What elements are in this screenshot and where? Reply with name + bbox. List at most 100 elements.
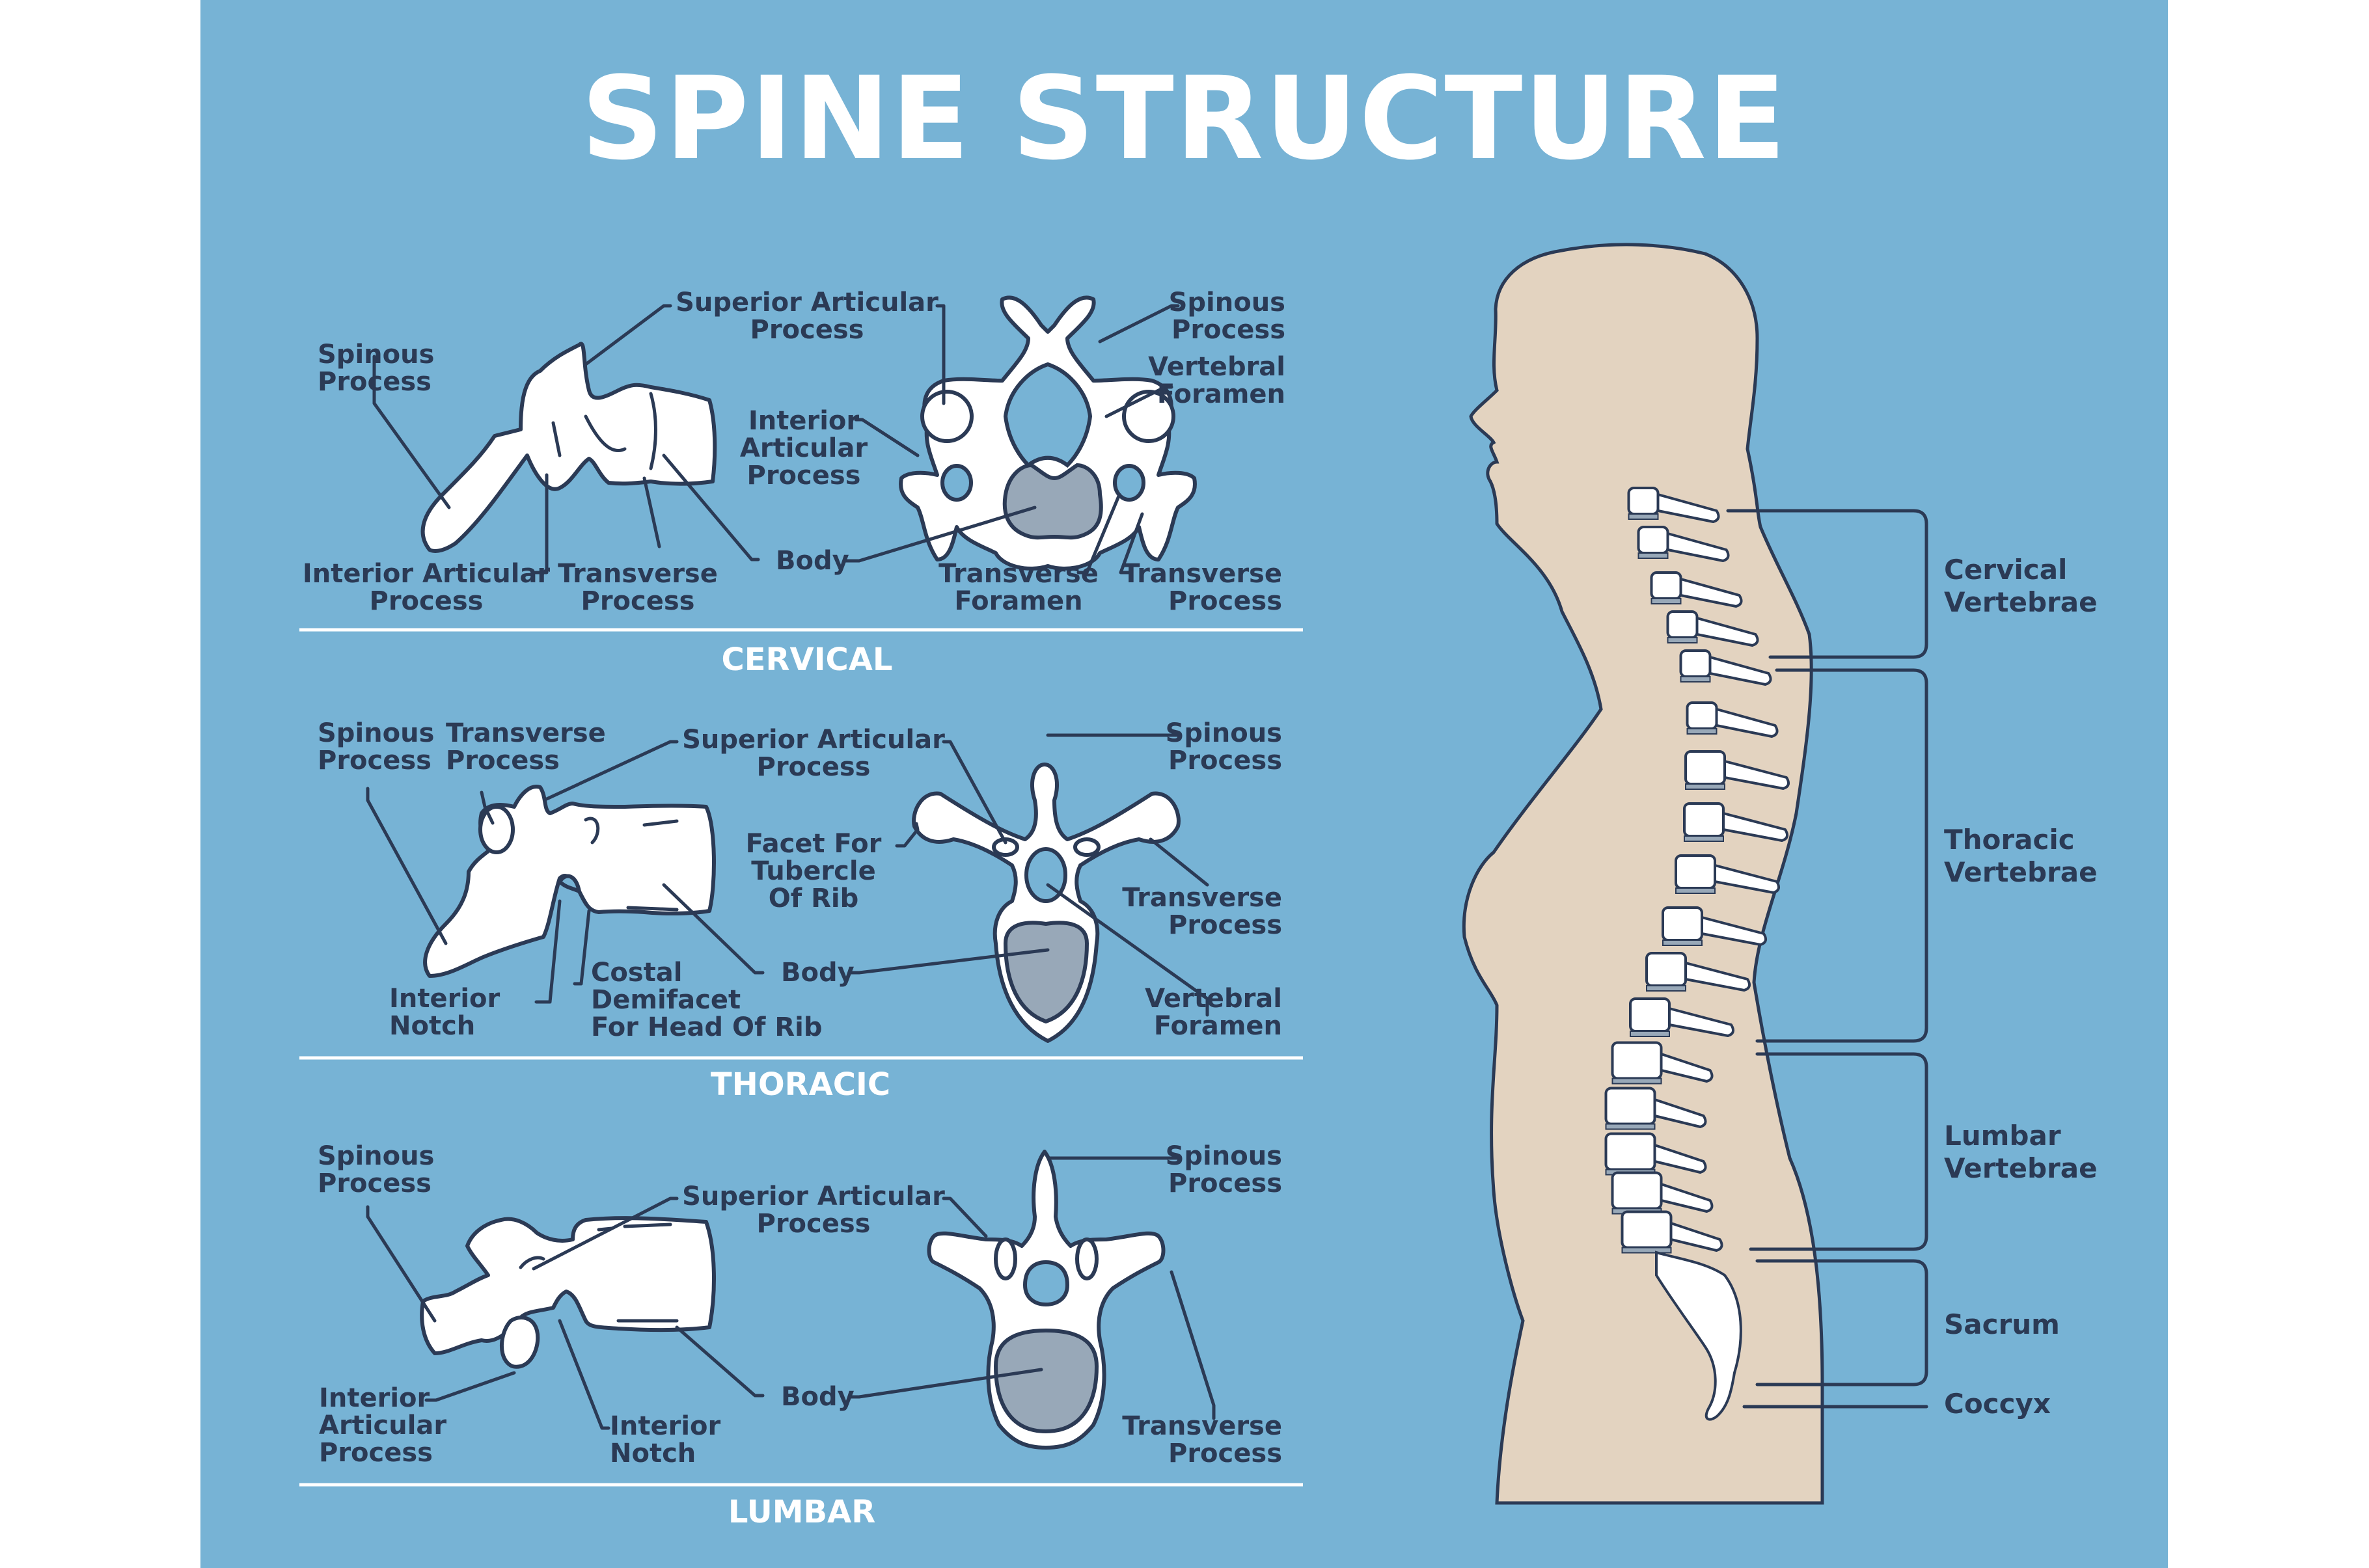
intervertebral-disc (1621, 1247, 1672, 1254)
spinous-process (1714, 864, 1781, 894)
spinous-process (1715, 708, 1779, 738)
spine-column (1604, 487, 1790, 1421)
lumbar-vertebral-foramen (1022, 1260, 1070, 1307)
intervertebral-disc (1686, 728, 1718, 735)
label-thoracic-body: Body (781, 958, 855, 988)
lumbar-top-view (927, 1150, 1166, 1450)
thoracic-side-view (423, 785, 716, 978)
intervertebral-disc (1684, 835, 1724, 842)
intervertebral-disc (1685, 783, 1725, 790)
spinous-process (1722, 812, 1789, 842)
page-title: SPINE STRUCTURE (581, 52, 1788, 185)
bracket-thoracic (1755, 668, 1928, 1043)
lumbar-side-bone (420, 1216, 716, 1355)
spinous-process (1701, 916, 1768, 946)
spinous-process (1684, 962, 1751, 992)
cervical-transverse-foramen-right (1113, 464, 1145, 502)
torso-silhouette (1462, 243, 1824, 1505)
vertebra-body (1645, 952, 1687, 987)
vertebra-body (1611, 1041, 1663, 1080)
lumbar-side-view (420, 1216, 716, 1369)
bracket-lumbar (1749, 1052, 1928, 1251)
spinous-process (1708, 656, 1772, 686)
vertebra-body (1666, 610, 1699, 639)
label-cervical-body: Body (776, 546, 849, 576)
vertebra-body (1637, 526, 1669, 554)
section-title-cervical: CERVICAL (722, 642, 893, 678)
spinous-process (1723, 760, 1790, 790)
spinous-process (1660, 1183, 1714, 1213)
sacrum-coccyx (1655, 1250, 1742, 1421)
intervertebral-disc (1662, 939, 1703, 946)
bracket-cervical (1726, 509, 1928, 659)
vertebra-body (1627, 487, 1660, 515)
spinous-process (1653, 1098, 1707, 1128)
intervertebral-disc (1637, 552, 1669, 559)
spinous-process (1653, 1144, 1707, 1174)
thoracic-top-view (912, 763, 1181, 1043)
intervertebral-disc (1650, 598, 1682, 604)
cervical-vertebral-foramen (1003, 362, 1093, 468)
intervertebral-disc (1611, 1077, 1662, 1085)
cervical-transverse-foramen-left (940, 464, 973, 502)
body-silhouette (1462, 243, 1824, 1505)
vertebra-body (1611, 1171, 1663, 1210)
cervical-vertebral-body (1002, 463, 1103, 540)
spinous-process (1669, 1222, 1723, 1252)
spinous-process (1656, 493, 1720, 523)
label-lumbar-body: Body (781, 1382, 855, 1412)
vertebra-body (1684, 750, 1726, 785)
spinous-process (1668, 1007, 1735, 1037)
region-label-sacrum: Sacrum (1944, 1308, 2060, 1340)
intervertebral-disc (1646, 985, 1686, 992)
spinous-process (1660, 1053, 1714, 1083)
cervical-top-view (899, 295, 1197, 571)
intervertebral-disc (1675, 887, 1716, 894)
vertebra-body (1679, 649, 1712, 678)
vertebra-body (1650, 571, 1682, 600)
thoracic-vertebral-foramen (1024, 847, 1067, 903)
region-label-coccyx: Coccyx (1944, 1388, 2051, 1420)
vertebra-body (1629, 997, 1671, 1033)
intervertebral-disc (1667, 637, 1698, 643)
lumbar-vertebral-body (993, 1328, 1099, 1434)
spinous-process (1695, 617, 1759, 647)
vertebra-body (1662, 906, 1703, 941)
lumbar-interior-articular-facet (499, 1316, 540, 1369)
spinous-process (1679, 578, 1743, 608)
thoracic-vertebral-body (1003, 921, 1089, 1024)
vertebra-body (1683, 802, 1725, 837)
vertebra-body (1621, 1210, 1673, 1249)
section-title-lumbar: LUMBAR (728, 1494, 875, 1530)
bracket-sacrum (1755, 1259, 1928, 1386)
